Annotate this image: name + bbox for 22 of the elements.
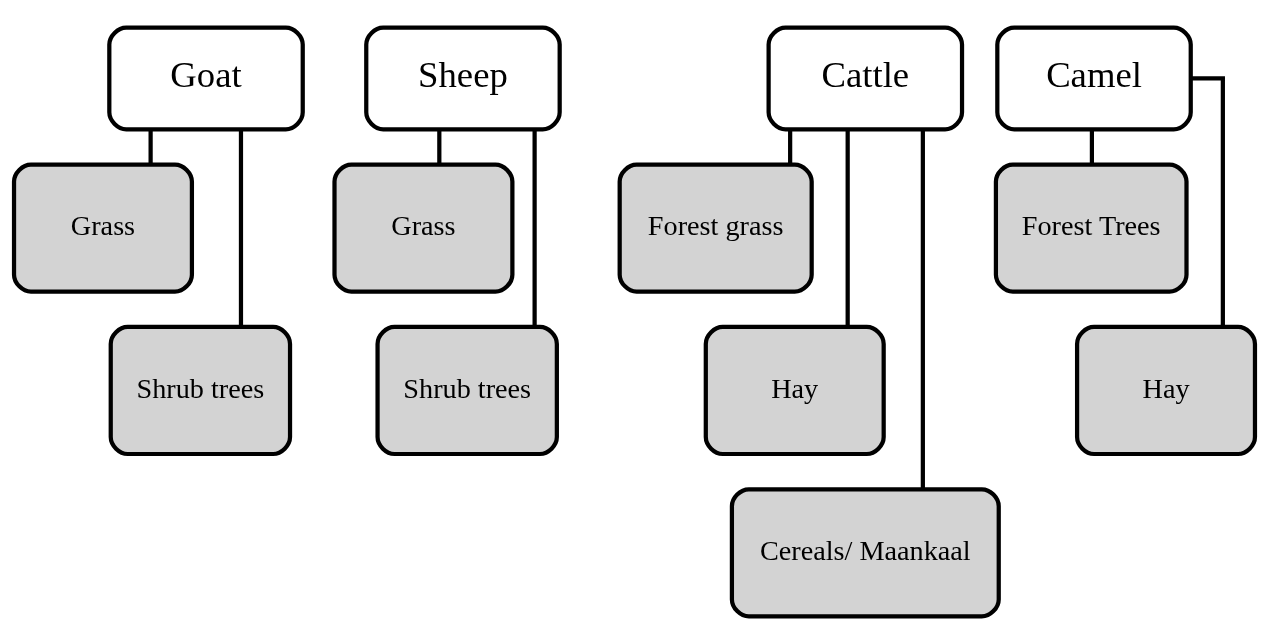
node-box: Sheep — [364, 25, 562, 131]
node-box: Forest Trees — [993, 161, 1189, 294]
node-box: Shrub trees — [375, 324, 559, 456]
connector — [238, 129, 244, 326]
node-box: Goat — [107, 25, 305, 131]
connector — [920, 129, 925, 489]
connector — [532, 129, 537, 326]
connector — [437, 129, 442, 164]
node-box: Forest grass — [617, 161, 814, 294]
node-box: Camel — [995, 25, 1193, 131]
node-box: Shrub trees — [108, 324, 293, 456]
node-box: Hay — [1074, 324, 1258, 456]
node-box: Hay — [703, 324, 886, 456]
connector — [845, 129, 850, 326]
node-box: Cereals/ Maankaal — [729, 486, 1001, 618]
connector — [1191, 75, 1225, 327]
connector — [1089, 129, 1095, 164]
node-box: Grass — [332, 161, 515, 294]
connector — [148, 129, 153, 164]
node-box: Grass — [11, 161, 195, 294]
node-box: Cattle — [766, 25, 965, 131]
connector — [788, 129, 793, 164]
